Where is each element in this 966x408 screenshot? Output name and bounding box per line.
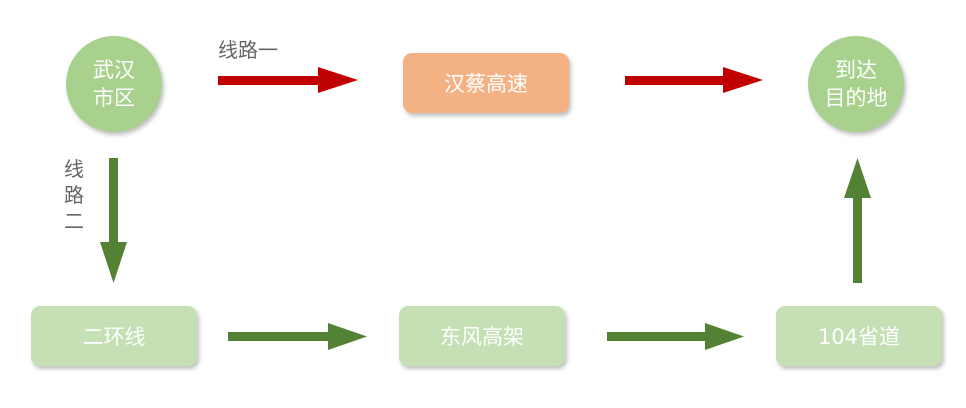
node-destination: 到达目的地 — [808, 36, 904, 132]
arrow-start-to-hancai — [218, 67, 358, 93]
arrow-104-to-end — [844, 158, 871, 283]
node-wuhan-city: 武汉市区 — [66, 36, 162, 132]
node-second-ring: 二环线 — [31, 306, 197, 366]
route2-label: 线 路 二 — [64, 156, 86, 234]
arrow-start-to-erhuan — [100, 158, 127, 283]
node-label-line1: 武汉 — [93, 58, 135, 82]
node-hancai-expressway: 汉蔡高速 — [403, 53, 569, 113]
node-label-line2: 目的地 — [824, 86, 888, 110]
arrow-dongfeng-to-104 — [607, 323, 744, 350]
node-dongfeng-viaduct: 东风高架 — [399, 306, 565, 366]
route1-label: 线路一 — [218, 38, 278, 62]
arrow-hancai-to-end — [625, 67, 763, 93]
arrow-erhuan-to-dongfeng — [228, 323, 367, 350]
route2-char: 线 — [64, 157, 84, 181]
node-label-line2: 市区 — [93, 86, 135, 110]
route2-char: 二 — [64, 209, 84, 233]
route2-char: 路 — [64, 183, 84, 207]
node-label-line1: 到达 — [835, 58, 877, 82]
node-provincial-104: 104省道 — [776, 306, 942, 366]
